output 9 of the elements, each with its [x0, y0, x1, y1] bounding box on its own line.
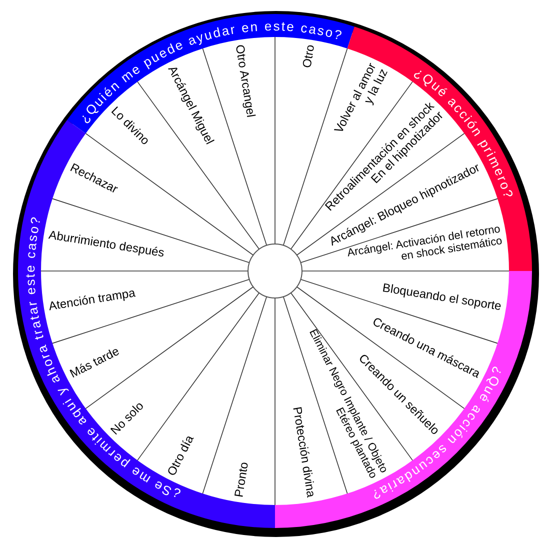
sector-label: Pronto	[232, 461, 252, 498]
sector-label: Bloqueando el soporte	[382, 282, 502, 314]
sector-label: Otro día	[165, 433, 197, 478]
sector-label: Protección divina	[290, 406, 318, 498]
sector-label: Otro Arcangel	[232, 44, 258, 118]
sector-label: Atención trampa	[48, 286, 136, 314]
sector-label: Otro	[300, 44, 318, 69]
sector-label: Aburrimiento después	[48, 228, 166, 260]
sector-label: Más tarde	[68, 344, 122, 381]
